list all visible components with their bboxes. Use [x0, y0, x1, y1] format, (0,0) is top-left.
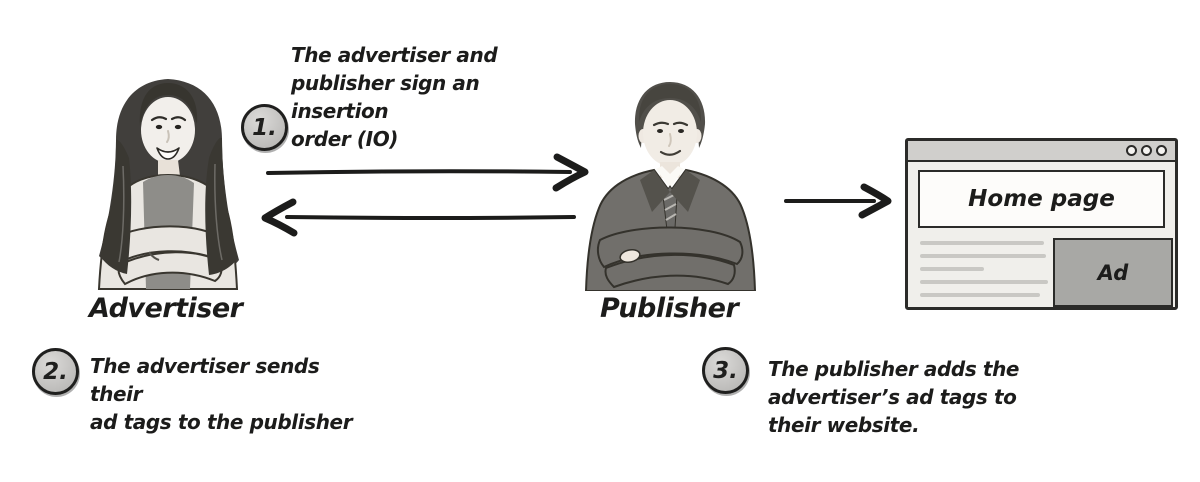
window-control-dot-icon [1141, 145, 1152, 156]
text-placeholder-line [920, 267, 984, 271]
arrow-publisher-to-advertiser [261, 198, 576, 237]
content-placeholder [920, 241, 1048, 306]
arrow-publisher-to-website [784, 183, 892, 219]
homepage-header: Home page [918, 170, 1165, 228]
window-control-dot-icon [1126, 145, 1137, 156]
arrow-advertiser-to-publisher [266, 153, 589, 192]
advertiser-label: Advertiser [89, 293, 243, 324]
text-placeholder-line [920, 280, 1048, 284]
browser-window: Home page Ad [905, 138, 1178, 310]
step-1-text: The advertiser and publisher sign an ins… [291, 43, 498, 151]
ad-box: Ad [1053, 238, 1173, 307]
step-3-text: The publisher adds the advertiser’s ad t… [768, 357, 1020, 437]
text-placeholder-line [920, 241, 1044, 245]
text-placeholder-line [920, 293, 1040, 297]
step-3-badge: 3. [702, 347, 749, 394]
publisher-label: Publisher [600, 293, 739, 324]
step-2-badge: 2. [32, 348, 79, 395]
step-1-badge: 1. [241, 104, 288, 151]
browser-titlebar [908, 141, 1175, 162]
step-2-text: The advertiser sends their ad tags to th… [90, 354, 353, 434]
window-control-dot-icon [1156, 145, 1167, 156]
publisher-illustration [584, 82, 757, 291]
text-placeholder-line [920, 254, 1046, 258]
advertiser-illustration [97, 79, 239, 290]
